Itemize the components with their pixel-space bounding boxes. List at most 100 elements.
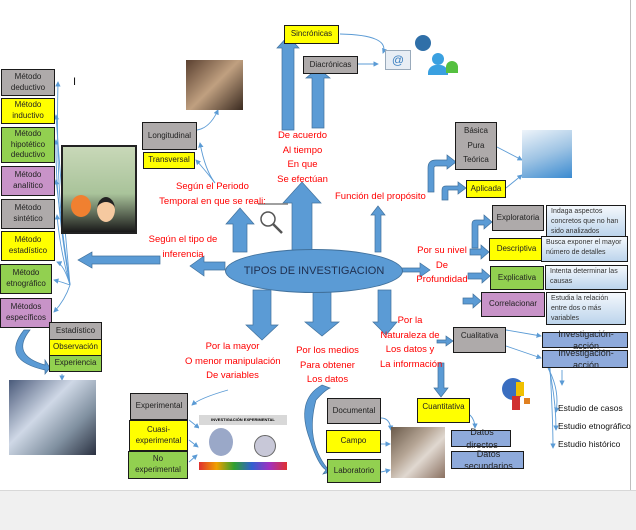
arrow-explicativa bbox=[467, 268, 491, 284]
arrow-manipulacion bbox=[245, 289, 279, 341]
label-line: Según el Periodo bbox=[176, 181, 249, 192]
method-inductivo[interactable]: Método inductivo bbox=[1, 98, 55, 124]
item-investigacion-accion-2[interactable]: Investigación-acción bbox=[542, 348, 628, 370]
item-laboratorio[interactable]: Laboratorio bbox=[327, 459, 381, 483]
item-correlacionar[interactable]: Correlacionar bbox=[481, 292, 545, 317]
label-profundidad: Por su nivel De Profundidad bbox=[412, 244, 472, 288]
estudio-etnografico: Estudio etnográfico bbox=[558, 421, 631, 431]
image-caption: INVESTIGACIÓN EXPERIMENTAL bbox=[199, 415, 287, 425]
label-naturaleza: Por la Naturaleza de Los datos y La info… bbox=[380, 314, 443, 373]
central-topic[interactable]: TIPOS DE INVESTIGACION bbox=[225, 249, 403, 293]
method-sintetico[interactable]: Método sintético bbox=[1, 199, 55, 229]
arrow-descriptiva bbox=[469, 244, 490, 260]
laptop-photo-image bbox=[391, 427, 445, 478]
item-datos-secundarios[interactable]: Datos secundarios bbox=[451, 449, 524, 471]
item-aplicada[interactable]: Aplicada bbox=[466, 180, 506, 198]
label-inferencia: Según el tipo de inferencia bbox=[148, 233, 218, 262]
item-no-experimental[interactable]: No experimental bbox=[128, 451, 188, 479]
item-cuantitativa[interactable]: Cuantitativa bbox=[417, 398, 470, 423]
label-line: Según el tipo de bbox=[148, 234, 218, 245]
label-line: Por los medios bbox=[296, 345, 359, 356]
arrow-naturaleza bbox=[372, 289, 398, 336]
item-cuasi-experimental[interactable]: Cuasi-experimental bbox=[129, 420, 188, 451]
arrow-periodo bbox=[225, 207, 255, 253]
item-experimental[interactable]: Experimental bbox=[130, 393, 188, 420]
arrow-aplicada bbox=[441, 181, 467, 201]
label-line: Naturaleza de bbox=[380, 329, 440, 341]
arrow-cuantitativa bbox=[433, 362, 449, 398]
label-line: Al tiempo bbox=[282, 144, 323, 156]
method-etnografico[interactable]: Método etnográfico bbox=[0, 264, 52, 294]
method-deductivo[interactable]: Método deductivo bbox=[1, 69, 55, 96]
label-line: O menor manipulación bbox=[185, 355, 281, 367]
label-line: Para obtener bbox=[300, 359, 355, 371]
label-medios: Por los medios Para obtener Los datos bbox=[295, 344, 360, 388]
label-line: La información bbox=[380, 359, 443, 371]
label-line: Se efectúan bbox=[277, 174, 328, 186]
experimental-research-image: INVESTIGACIÓN EXPERIMENTAL bbox=[199, 415, 287, 470]
item-exploratoria[interactable]: Exploratoria bbox=[492, 205, 544, 231]
item-datos-directos[interactable]: Datos directos bbox=[451, 427, 511, 450]
label-line: De variables bbox=[206, 370, 259, 382]
label-line: Por su nivel bbox=[417, 245, 467, 256]
window-footer bbox=[0, 490, 636, 530]
arrow-diacronicas bbox=[305, 67, 331, 129]
connector-arrows bbox=[15, 33, 565, 475]
item-transversal[interactable]: Transversal bbox=[143, 152, 195, 169]
label-line: De acuerdo bbox=[277, 130, 328, 141]
arrow-left-long bbox=[77, 251, 161, 269]
desc-exploratoria: Indaga aspectos concretos que no han sid… bbox=[546, 205, 626, 237]
label-proposito: Función del propósito bbox=[335, 191, 426, 202]
arrow-estadistico-curve bbox=[15, 329, 51, 375]
item-basica[interactable]: Básica Pura Teórica bbox=[455, 122, 497, 170]
text-cursor: I bbox=[73, 76, 77, 88]
estudio-casos: Estudio de casos bbox=[558, 403, 623, 413]
item-basica-line: Teórica bbox=[463, 155, 489, 165]
internet-communication-icon: @ bbox=[385, 35, 465, 80]
label-line: Los datos y bbox=[385, 344, 435, 356]
arrow-medios bbox=[304, 291, 340, 337]
cartoon-classroom-image bbox=[61, 145, 137, 234]
item-descriptiva[interactable]: Descriptiva bbox=[489, 238, 544, 261]
sub-experiencia[interactable]: Experiencia bbox=[49, 355, 102, 372]
arrow-exploratoria bbox=[471, 214, 493, 249]
label-periodo: Según el Periodo Temporal en que se real… bbox=[150, 180, 275, 209]
label-line: Profundidad bbox=[416, 274, 468, 286]
method-hipotetico-deductivo[interactable]: Método hipotético deductivo bbox=[1, 127, 55, 163]
arrow-inferencia bbox=[189, 255, 226, 277]
data-chart-icon bbox=[492, 368, 536, 413]
sub-estadistico[interactable]: Estadístico bbox=[49, 322, 102, 340]
method-especificos[interactable]: Métodos específicos bbox=[0, 298, 52, 328]
item-documental[interactable]: Documental bbox=[327, 398, 381, 424]
label-line: En que bbox=[287, 159, 318, 171]
item-investigacion-accion[interactable]: Investigación-acción bbox=[542, 329, 628, 351]
label-line: Por la mayor bbox=[205, 341, 260, 352]
item-sincronicas[interactable]: Sincrónicas bbox=[284, 25, 339, 44]
sub-observacion[interactable]: Observación bbox=[49, 339, 102, 356]
item-cualitativa[interactable]: Cualitativa bbox=[453, 327, 506, 353]
arrow-basica bbox=[427, 154, 457, 193]
label-line: Por la bbox=[397, 315, 423, 326]
label-line: Los datos bbox=[306, 374, 349, 386]
estudio-historico: Estudio histórico bbox=[558, 439, 621, 449]
method-analitico[interactable]: Método analítico bbox=[1, 166, 55, 196]
arrow-tiempo bbox=[282, 181, 322, 251]
label-line: Temporal en que se reali: bbox=[159, 195, 266, 207]
scientist-photo-image bbox=[522, 130, 572, 178]
method-estadistico[interactable]: Método estadístico bbox=[1, 231, 55, 261]
item-longitudinal[interactable]: Longitudinal bbox=[142, 122, 197, 150]
item-explicativa[interactable]: Explicativa bbox=[490, 266, 544, 290]
magnifier-icon bbox=[260, 211, 283, 234]
desc-correlacionar: Estudia la relación entre dos o más vari… bbox=[546, 292, 626, 325]
label-line: De bbox=[435, 259, 449, 271]
arrow-proposito bbox=[370, 205, 386, 253]
lab-photo-image bbox=[9, 380, 96, 455]
item-basica-line: Pura bbox=[467, 140, 485, 150]
mind-map-canvas: I Método deductivo Método inductivo Méto… bbox=[0, 0, 631, 490]
students-photo-image bbox=[186, 60, 243, 110]
label-line: inferencia bbox=[162, 248, 204, 260]
item-basica-line: Básica bbox=[463, 125, 488, 135]
item-diacronicas[interactable]: Diacrónicas bbox=[303, 56, 358, 74]
item-campo[interactable]: Campo bbox=[326, 430, 381, 453]
arrow-correlacionar bbox=[462, 293, 482, 309]
